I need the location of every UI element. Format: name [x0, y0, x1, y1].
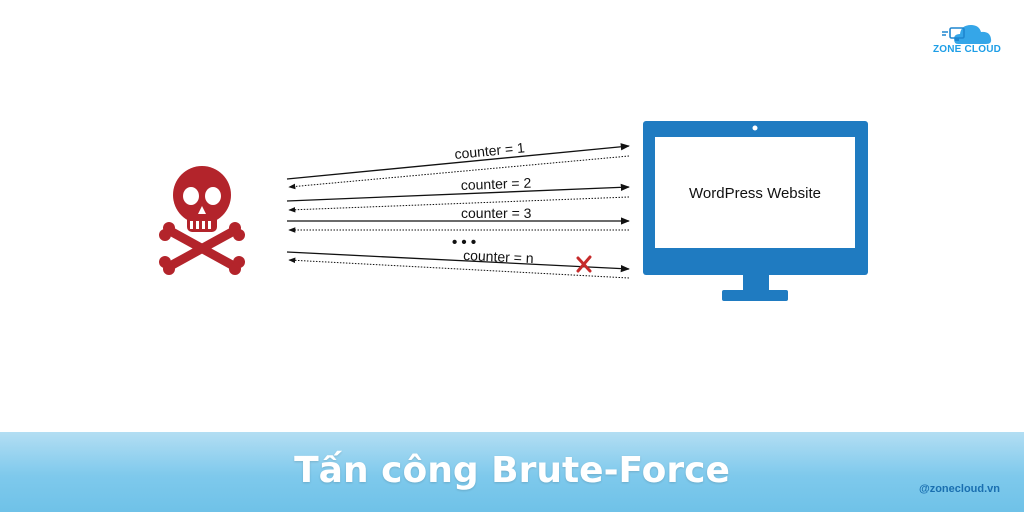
brand-handle: @zonecloud.vn — [918, 483, 1000, 495]
brute-force-diagram: counter = 1 counter = 2 counter = 3 • • … — [159, 121, 868, 301]
attempt-label-3: counter = 3 — [461, 205, 532, 221]
request-arrow — [286, 143, 630, 180]
attempt-n: counter = n — [286, 247, 630, 279]
attempt-1: counter = 1 — [286, 139, 630, 190]
request-arrow — [286, 251, 630, 273]
attempt-3: counter = 3 — [287, 205, 630, 233]
brand-name: ZONE CLOUD — [932, 44, 1002, 55]
cross-icon — [576, 255, 592, 273]
banner-title: Tấn công Brute-Force — [294, 450, 730, 491]
request-arrow — [286, 183, 630, 202]
cloud-logo-icon — [942, 25, 992, 44]
ellipsis: • • • — [452, 234, 476, 251]
server-label: WordPress Website — [689, 185, 821, 202]
attempt-label-n: counter = n — [463, 247, 534, 266]
attempt-label-1: counter = 1 — [454, 139, 526, 162]
monitor-icon — [643, 121, 868, 301]
attempt-label-2: counter = 2 — [461, 175, 532, 193]
title-banner: Tấn công Brute-Force @zonecloud.vn — [0, 432, 1024, 512]
attempt-2: counter = 2 — [286, 175, 630, 213]
skull-crossbones-icon — [159, 166, 245, 275]
